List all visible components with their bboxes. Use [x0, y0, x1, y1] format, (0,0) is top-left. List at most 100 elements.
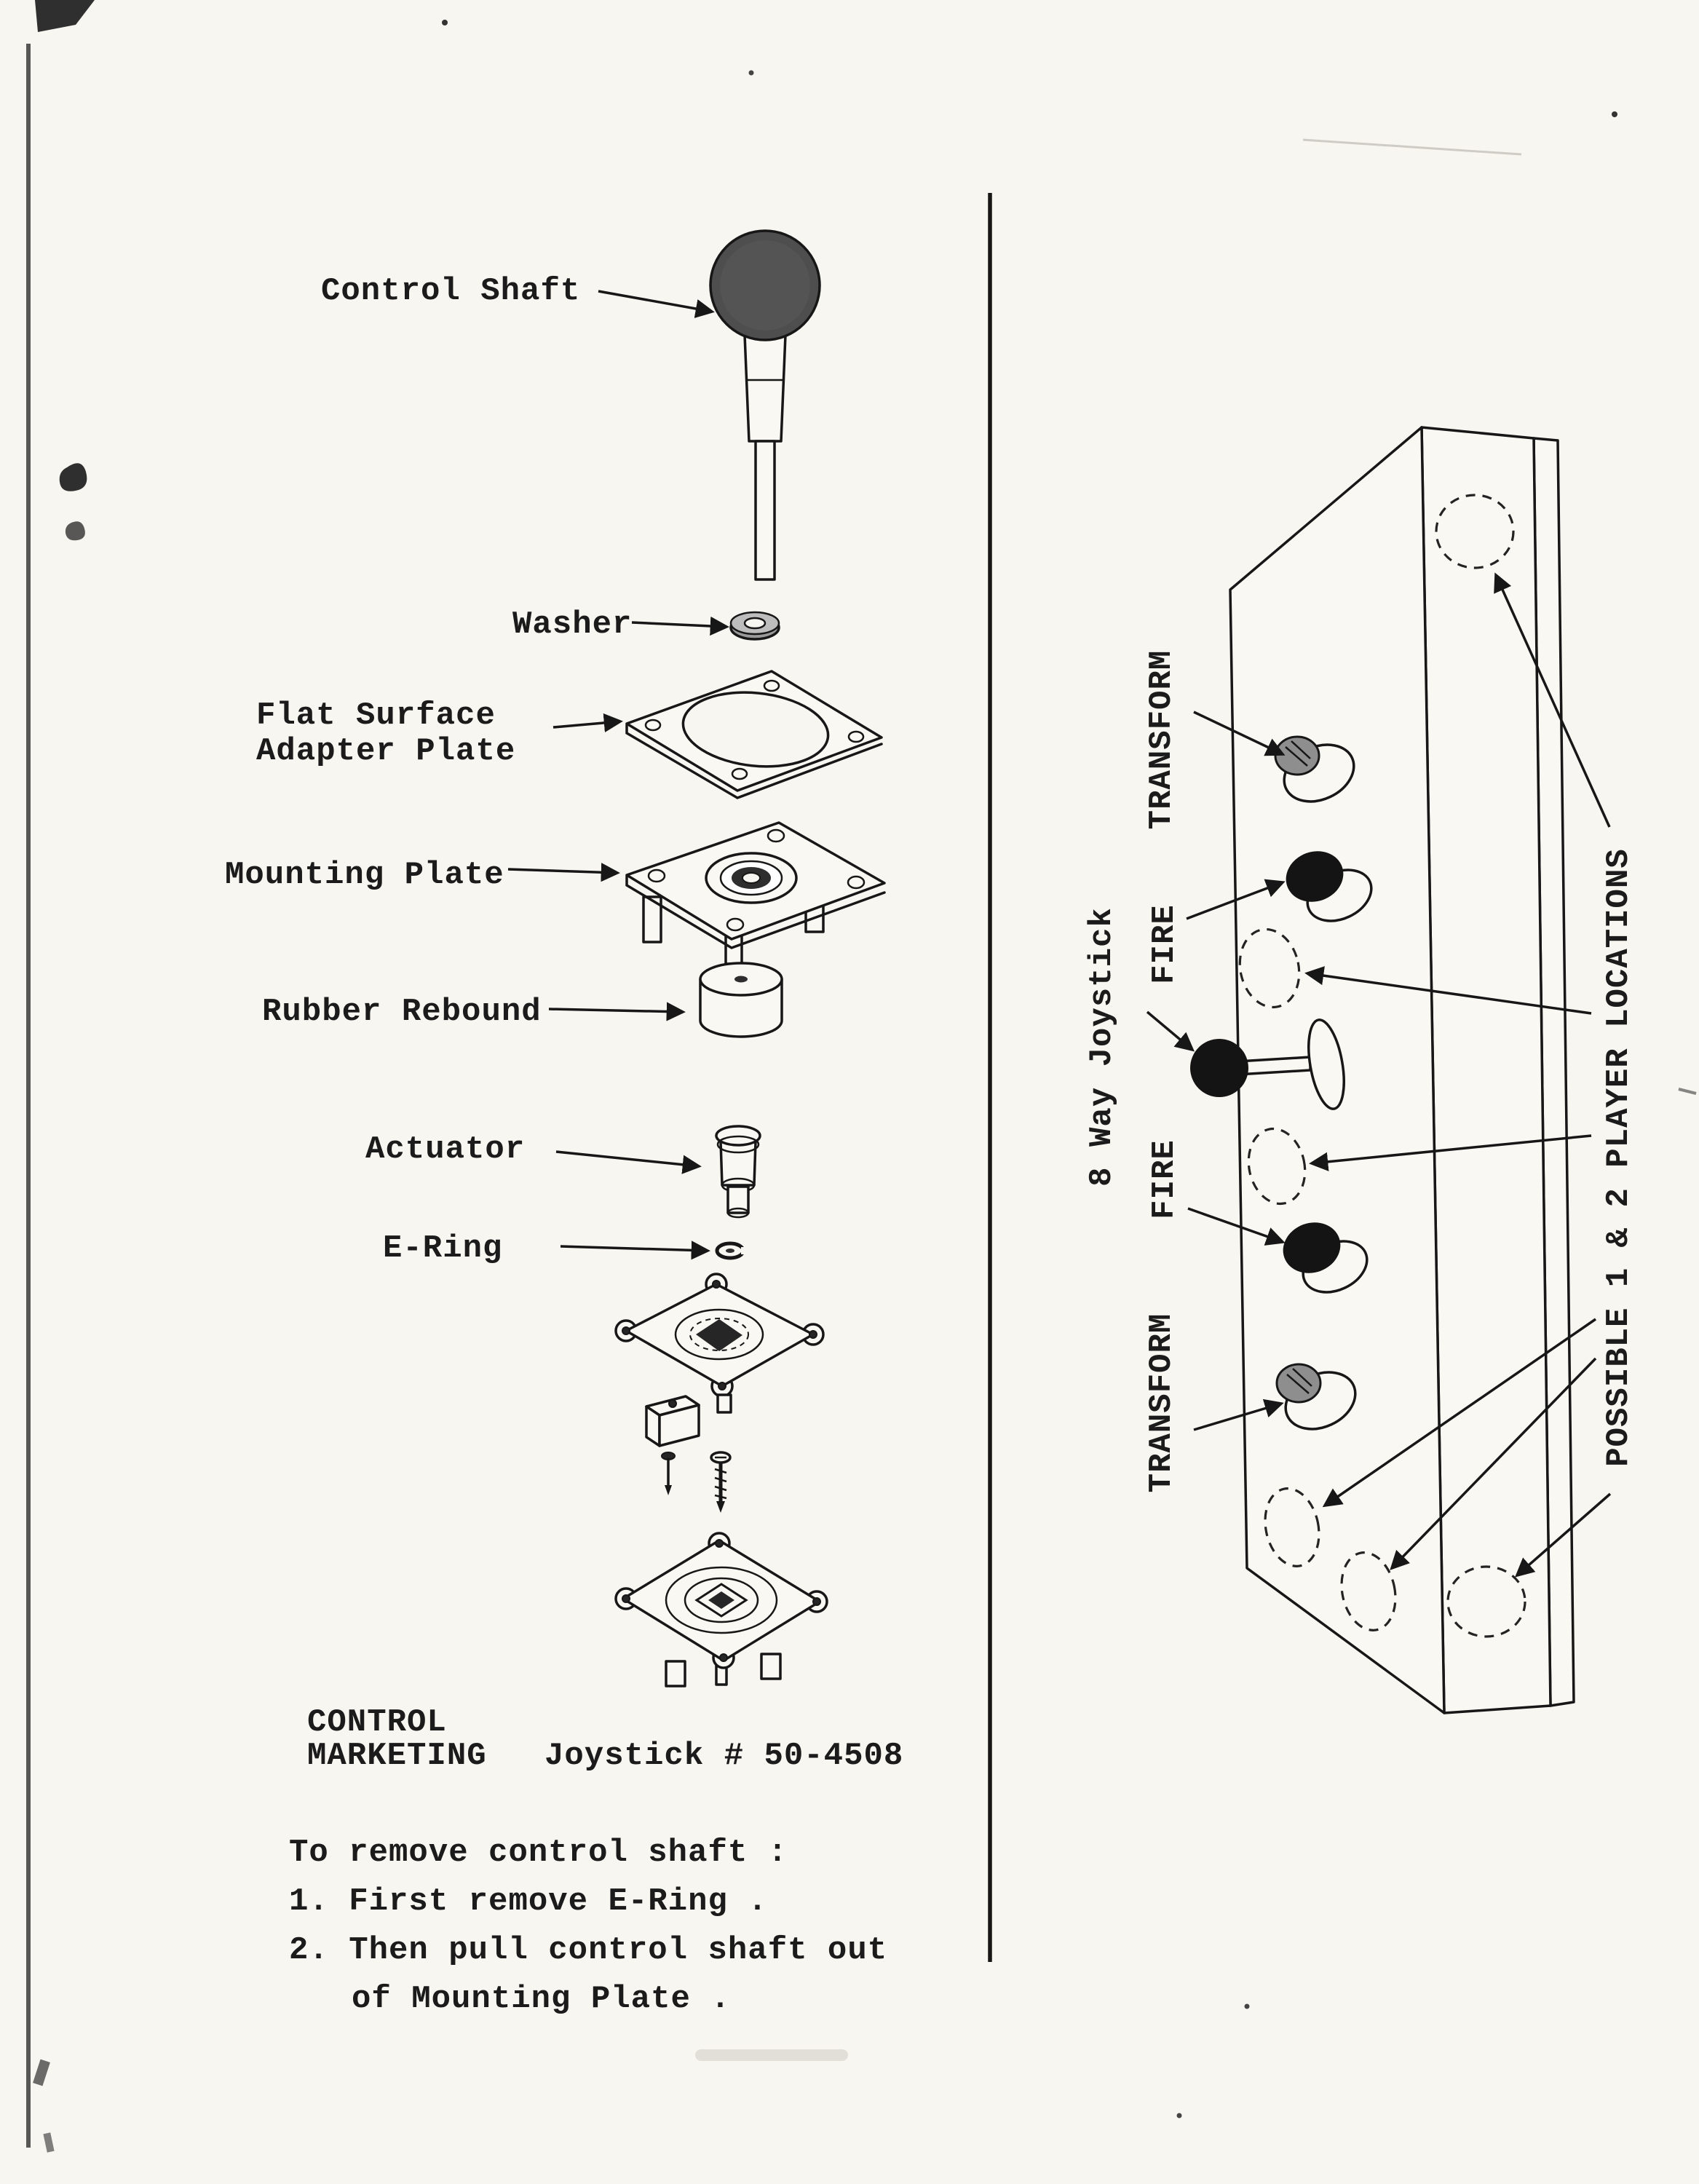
mounting-hole-corner-1	[647, 869, 666, 883]
shaft-rod	[754, 440, 776, 581]
scan-smudge-bottom	[695, 2049, 848, 2061]
switch-base-part	[614, 1273, 825, 1414]
instruction-step-2a: 2. Then pull control shaft out	[289, 1932, 887, 1969]
arrow-fire-bottom	[1187, 1207, 1286, 1246]
caption-marketing: MARKETING	[307, 1738, 487, 1774]
housing-foot-2	[760, 1653, 782, 1680]
panel-diagram: TRANSFORM FIRE 8 Way Joystick FIRE TRANS…	[1084, 426, 1637, 1714]
label-e-ring: E-Ring	[383, 1230, 502, 1267]
adapter-hole-corner-3	[847, 730, 865, 743]
scan-speck-5	[1176, 2113, 1182, 2118]
arrow-location-mid-1	[1304, 966, 1592, 1015]
mounting-plate-thickness	[625, 875, 886, 949]
joystick-ball	[1190, 1039, 1248, 1097]
housing-screw-2	[812, 1597, 821, 1606]
transform-bottom-cap	[1275, 1363, 1322, 1404]
scan-mark-bottom-2	[43, 2132, 55, 2153]
screw-thread-3	[714, 1485, 727, 1492]
arrow-e-ring	[560, 1241, 710, 1260]
mounting-hole-corner-3	[847, 875, 866, 890]
joystick-shaft	[1236, 1056, 1312, 1076]
player-location-circle-bottom	[1446, 1565, 1526, 1638]
actuator-flange-rim	[716, 1135, 760, 1154]
arrow-location-bot-1	[1322, 1318, 1596, 1508]
scan-speck-2	[748, 70, 754, 76]
fire-button-top	[1286, 851, 1373, 922]
mounting-hub-hole	[742, 872, 761, 884]
arrow-location-bot-3	[1515, 1492, 1612, 1578]
scan-mark-bottom-1	[33, 2059, 50, 2086]
mounting-leg-1	[642, 895, 662, 943]
arrow-joystick	[1146, 1010, 1195, 1052]
switch-button	[668, 1399, 677, 1408]
switch-side-face	[658, 1404, 700, 1447]
joystick-8way	[1190, 1018, 1345, 1110]
arrow-transform-top	[1193, 711, 1286, 756]
player-location-ellipse-4	[1340, 1551, 1397, 1631]
transform-top-cap	[1274, 735, 1320, 776]
transform-bottom-hatch-2	[1292, 1368, 1312, 1387]
arrow-mounting-plate	[507, 863, 620, 882]
label-adapter-plate-line1: Flat Surface	[256, 697, 496, 734]
label-rubber-rebound: Rubber Rebound	[262, 994, 542, 1030]
label-fire-top: FIRE	[1146, 904, 1183, 984]
housing-foot-1	[665, 1660, 686, 1688]
housing-square-outline	[694, 1583, 748, 1618]
actuator-part	[715, 1125, 761, 1219]
instructions-block: To remove control shaft : 1. First remov…	[289, 1835, 887, 2017]
housing-square-hole	[708, 1591, 734, 1609]
label-transform-bottom: TRANSFORM	[1144, 1313, 1180, 1493]
instruction-heading: To remove control shaft :	[289, 1835, 788, 1871]
actuator-tip	[726, 1185, 750, 1214]
mounting-hole-corner-4	[726, 917, 745, 932]
base-square-hole	[696, 1319, 742, 1351]
adapter-hole-corner-4	[731, 767, 748, 780]
e-ring-hole	[726, 1249, 734, 1253]
label-transform-top: TRANSFORM	[1144, 650, 1180, 830]
scan-tick-right	[1678, 1088, 1697, 1095]
housing-screw-3	[719, 1653, 728, 1662]
washer-hole	[743, 617, 767, 630]
housing-ring-inner	[684, 1577, 759, 1623]
base-ring	[674, 1308, 764, 1361]
fire-bottom-cap	[1283, 1222, 1341, 1273]
screw-thread-4	[714, 1494, 727, 1500]
arrow-actuator	[555, 1150, 702, 1174]
fire-top-cap	[1286, 851, 1344, 902]
rubber-top-hole	[734, 976, 748, 983]
shaft-neck	[743, 333, 787, 443]
instruction-step-2b: of Mounting Plate .	[352, 1981, 731, 2017]
player-location-ellipse-3	[1264, 1487, 1320, 1567]
caption-part-number: Joystick # 50-4508	[544, 1738, 903, 1774]
e-ring-notch	[741, 1247, 747, 1254]
transform-button-bottom	[1275, 1363, 1357, 1431]
arrow-washer	[631, 616, 729, 636]
e-ring-part	[715, 1241, 747, 1260]
switch-front-face	[645, 1405, 661, 1447]
fire-button-bottom	[1283, 1222, 1369, 1294]
screw-tip	[716, 1501, 725, 1513]
label-adapter-plate-line2: Adapter Plate	[256, 733, 515, 769]
screw-thread-1	[714, 1468, 727, 1474]
adapter-plate-hole	[681, 691, 830, 768]
scan-speck-1	[442, 20, 448, 25]
caption-block: CONTROL MARKETING Joystick # 50-4508	[307, 1704, 903, 1774]
actuator-tip-bottom	[726, 1207, 750, 1219]
scan-ink-blob-1	[59, 463, 87, 491]
arrow-fire-top	[1186, 879, 1286, 920]
arrow-rubber-rebound	[548, 1002, 686, 1021]
label-washer: Washer	[512, 606, 632, 643]
housing-screw-4	[622, 1594, 630, 1603]
adapter-plate-part	[625, 670, 883, 799]
player-location-ellipse-2	[1247, 1127, 1307, 1206]
label-player-locations: POSSIBLE 1 & 2 PLAYER LOCATIONS	[1601, 848, 1637, 1467]
adapter-hole-corner-1	[644, 719, 662, 732]
housing-ring-outer	[665, 1566, 778, 1634]
ball-knob-texture	[720, 240, 810, 331]
arrow-adapter-plate	[553, 713, 623, 733]
arrow-location-bot-2	[1390, 1357, 1597, 1570]
transform-bottom-hatch-1	[1286, 1374, 1310, 1394]
label-mounting-plate: Mounting Plate	[225, 857, 504, 893]
scan-artifacts	[26, 0, 1697, 2153]
